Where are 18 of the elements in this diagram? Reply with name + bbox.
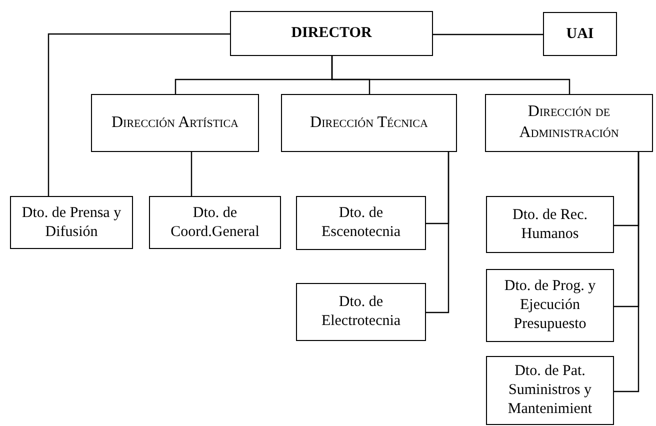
department-box: Dto. de Prog. y Ejecución Presupuesto xyxy=(486,269,614,342)
department-box: Dto. de Electrotecnia xyxy=(296,283,426,341)
connector-line xyxy=(190,152,192,196)
department-box: Dto. de Coord.General xyxy=(149,196,281,249)
connector-line xyxy=(433,34,543,36)
department-box: Dto. de Rec. Humanos xyxy=(486,196,614,253)
department-box: Dto. de Prensa y Difusión xyxy=(10,196,133,249)
connector-line xyxy=(48,33,230,196)
department-box: Dto. de Pat. Suministros y Mantenimient xyxy=(486,356,614,425)
department-box: Dto. de Escenotecnia xyxy=(296,196,426,250)
unit-box: UAI xyxy=(543,12,617,56)
connector-line xyxy=(614,152,640,392)
direction-box: Dirección Artística xyxy=(91,94,259,152)
direction-box: Dirección de Administración xyxy=(485,94,653,152)
direction-box: Dirección Técnica xyxy=(281,94,457,152)
unit-box: DIRECTOR xyxy=(230,11,433,56)
connector-line xyxy=(426,152,450,314)
connector-line xyxy=(331,56,570,94)
